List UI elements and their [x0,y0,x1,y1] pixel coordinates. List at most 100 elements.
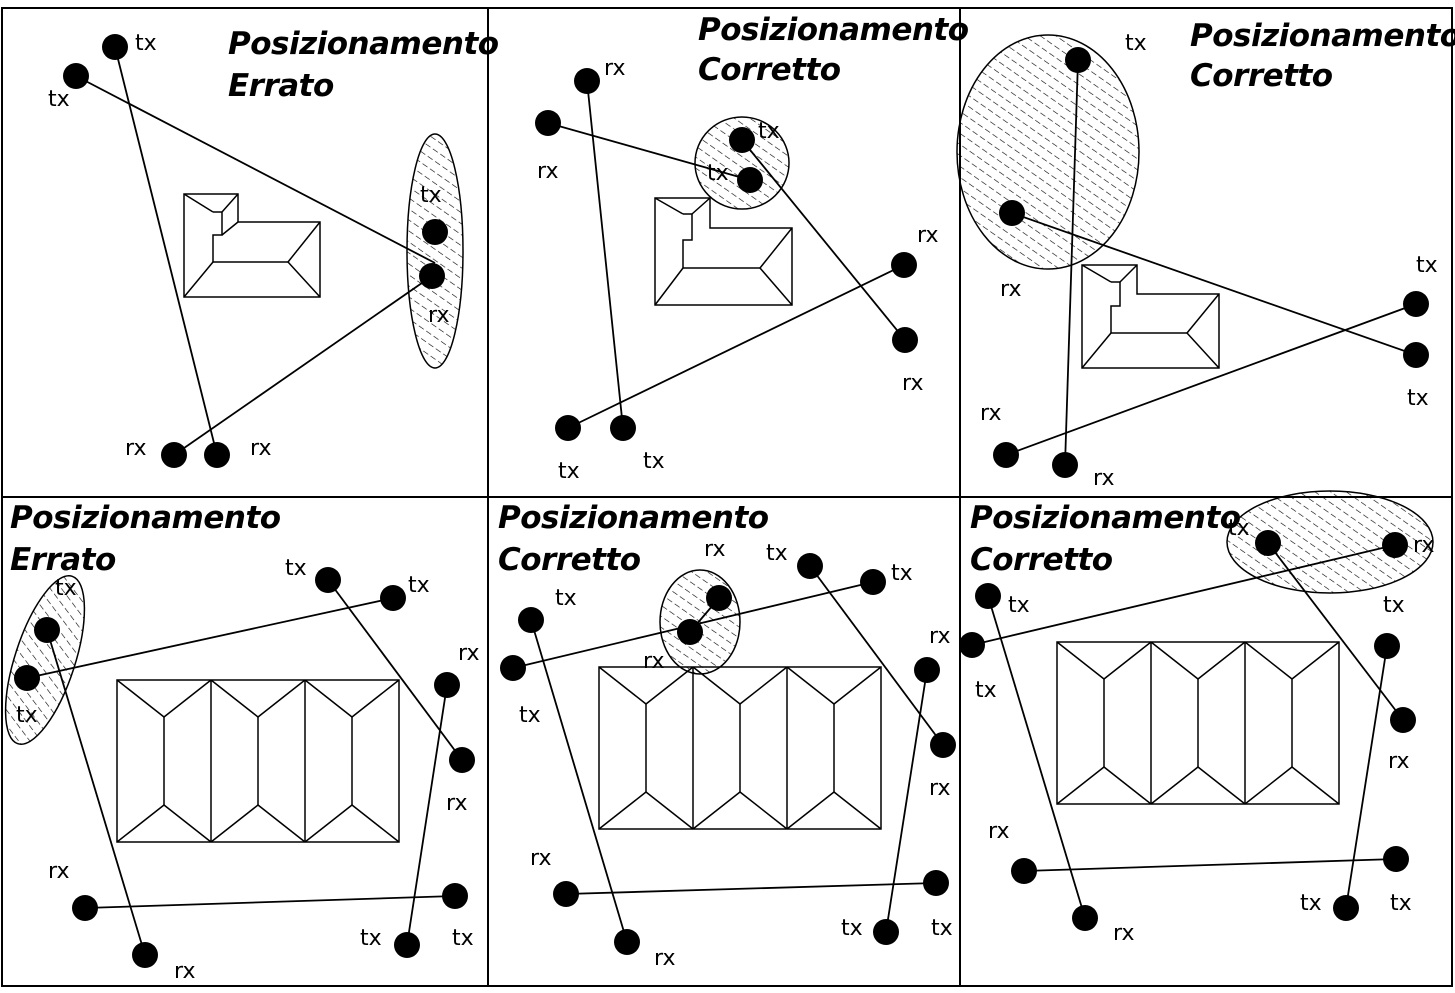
antenna-node [72,895,98,921]
interference-zone [659,569,741,675]
panel-1-title-line2: Errato [228,68,334,104]
tx-label: tx [555,586,577,611]
antenna-node [959,632,985,658]
tx-label: tx [452,926,474,951]
signal-links [971,542,1404,919]
node-labels: rx rx tx tx rx rx tx tx [537,56,938,484]
antenna-node [914,657,940,683]
tx-label: tx [48,87,70,112]
antenna-node [535,110,561,136]
antenna-node [500,655,526,681]
tx-label: tx [1390,891,1412,916]
rx-label: rx [537,159,558,184]
rx-label: rx [250,436,271,461]
tx-label: tx [975,678,997,703]
antenna-node [706,585,732,611]
antenna-node [1374,633,1400,659]
antenna-node [1383,846,1409,872]
panel-5-title-line1: Posizionamento [498,500,769,536]
tx-label: tx [1008,593,1030,618]
antenna-node [1403,291,1429,317]
rx-label: rx [902,371,923,396]
antenna-nodes [993,47,1429,478]
antenna-node [442,883,468,909]
antenna-node [518,607,544,633]
antenna-node [1382,532,1408,558]
rx-label: rx [446,791,467,816]
tx-label: tx [1407,386,1429,411]
tx-label: tx [360,926,382,951]
panel-2: Posizionamento Corretto [535,12,969,484]
rx-label: rx [988,819,1009,844]
rx-label: rx [643,649,664,674]
node-labels: tx rx tx tx rx rx [980,31,1438,491]
antenna-node [677,619,703,645]
panel-1-title-line1: Posizionamento [228,26,499,62]
rx-label: rx [48,859,69,884]
antenna-node [1011,858,1037,884]
tx-label: tx [1300,891,1322,916]
panel-6-title-line1: Posizionamento [970,500,1241,536]
rx-label: rx [917,223,938,248]
antenna-node [797,553,823,579]
antenna-node [132,942,158,968]
interference-zone [1226,490,1434,594]
rx-label: rx [980,401,1001,426]
antenna-node [614,929,640,955]
rx-label: rx [929,624,950,649]
interference-zone [956,34,1140,270]
rx-label: rx [174,959,195,984]
tx-label: tx [1383,593,1405,618]
antenna-node [63,63,89,89]
rx-label: rx [604,56,625,81]
rx-label: rx [1113,921,1134,946]
antenna-node [419,263,445,289]
tx-label: tx [55,576,77,601]
tx-label: tx [707,161,729,186]
interference-zone [694,116,790,210]
tx-label: tx [285,556,307,581]
antenna-nodes [500,553,956,955]
antenna-node [999,200,1025,226]
antenna-node [394,932,420,958]
antenna-node [1072,905,1098,931]
antenna-node [14,665,40,691]
antenna-node [422,219,448,245]
antenna-node [610,415,636,441]
tx-label: tx [1416,253,1438,278]
antenna-node [1065,47,1091,73]
antenna-nodes [535,68,918,441]
antenna-node [891,252,917,278]
tx-label: tx [766,541,788,566]
antenna-node [449,747,475,773]
panel-2-title-line2: Corretto [698,52,841,88]
signal-links [547,80,906,429]
node-labels: tx rx tx tx tx rx rx tx tx rx [975,516,1434,946]
signal-links [26,579,463,956]
building-three-bay [598,666,882,830]
rx-label: rx [654,946,675,971]
antenna-node [860,569,886,595]
tx-label: tx [16,703,38,728]
tx-label: tx [1228,516,1250,541]
antenna-node [34,617,60,643]
tx-label: tx [1125,31,1147,56]
node-labels: tx tx tx tx rx rx rx tx tx rx [16,556,479,984]
panel-2-title-line1: Posizionamento [698,12,969,48]
tx-label: tx [931,916,953,941]
antenna-node [555,415,581,441]
antenna-node [1403,342,1429,368]
antenna-node [161,442,187,468]
panel-1: Posizionamento Errato tx [48,26,499,468]
rx-label: rx [125,436,146,461]
rx-label: rx [704,537,725,562]
tx-label: tx [135,31,157,56]
panel-4: Posizionamento Errato [4,500,479,984]
tx-label: tx [758,119,780,144]
building-l-shape [183,193,321,298]
rx-label: rx [458,641,479,666]
rx-label: rx [428,303,449,328]
antenna-node [553,881,579,907]
panel-5: Posizionamento Corretto [498,500,956,971]
